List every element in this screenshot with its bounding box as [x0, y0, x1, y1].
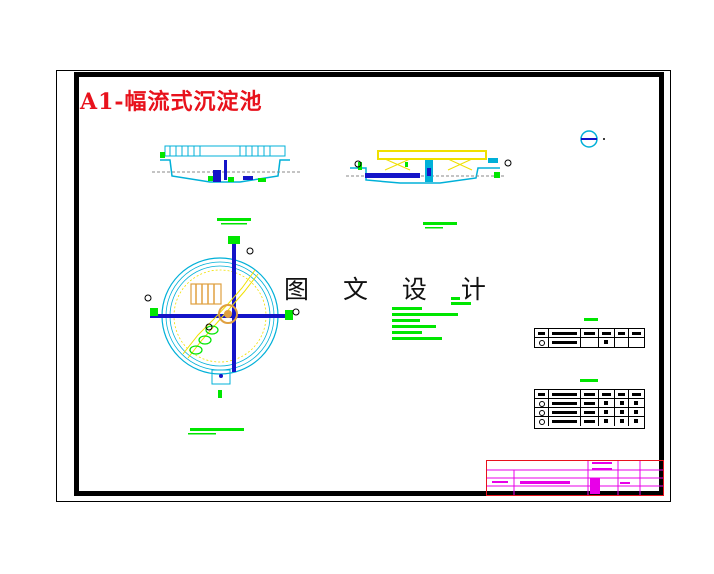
drawing-border-outer: [56, 70, 671, 502]
table-caption-2: [580, 379, 598, 382]
drawing-title: A1-幅流式沉淀池: [80, 89, 263, 115]
title-block: [486, 460, 664, 496]
notes-block: [392, 297, 471, 340]
table-row: [535, 390, 644, 399]
title-block-lines: [486, 460, 664, 496]
parts-table-2: [534, 389, 645, 429]
table-row: [535, 417, 644, 426]
watermark-text: 图 文 设 计: [284, 275, 499, 304]
north-arrow-icon: [580, 130, 605, 148]
section-label-right: [423, 222, 457, 225]
parts-table-1: [534, 328, 645, 348]
plan-view-label: [190, 428, 244, 431]
plan-view: [144, 236, 300, 398]
section-label-left: [217, 218, 251, 221]
table-row: [535, 329, 644, 338]
section-view-left: [152, 145, 300, 183]
drawing-border-inner: [74, 72, 664, 496]
section-view-right: [346, 150, 512, 184]
table-row: [535, 338, 644, 347]
table-row: [535, 408, 644, 417]
table-row: [535, 399, 644, 408]
table-caption-1: [584, 318, 598, 321]
